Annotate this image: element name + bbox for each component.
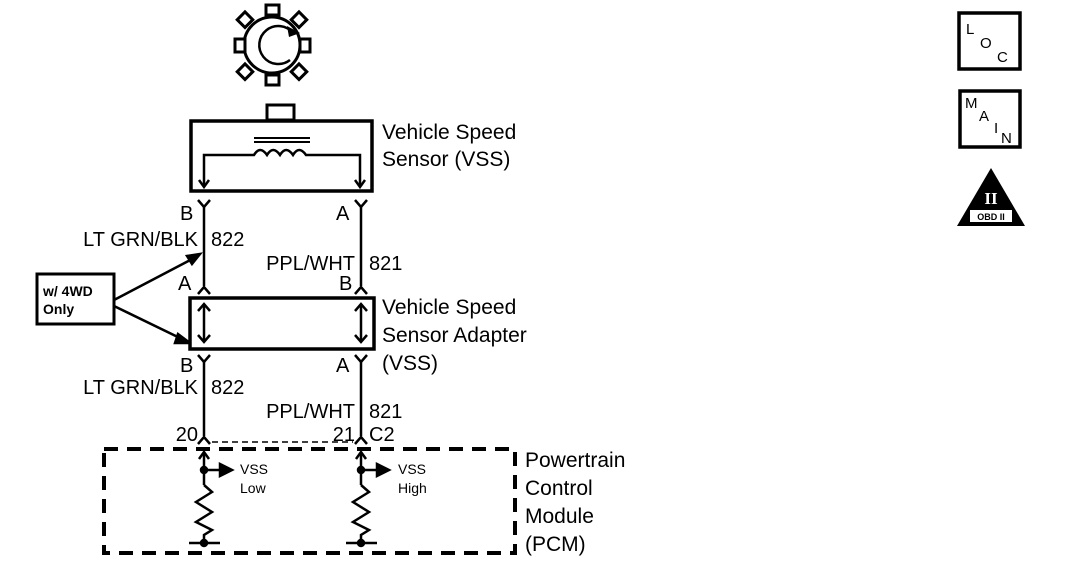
svg-text:O: O [980,35,992,52]
reluctor-wheel-icon [233,3,312,87]
svg-text:A: A [979,108,989,125]
pcm-circuit-high [346,449,392,548]
adapter-label-line1: Vehicle Speed [382,296,516,319]
wire-color-upper-left: LT GRN/BLK [83,229,199,251]
svg-text:M: M [965,95,978,112]
main-icon[interactable]: M A I N [958,89,1022,149]
lower-wires [197,354,368,445]
adapter-label-line3: (VSS) [382,352,438,375]
pcm-label-line2: Control [525,477,593,500]
wire-color-lower-left: LT GRN/BLK [83,377,199,399]
vss-pin-b: B [180,203,193,225]
pcm-circuit-low [189,449,235,548]
wire-circuit-lower-left: 822 [211,377,244,399]
wire-circuit-upper-right: 821 [369,253,402,275]
svg-text:C: C [997,49,1008,66]
vss-sensor [189,103,374,193]
signal-vss-low-line1: VSS [240,461,268,477]
pcm-label-line4: (PCM) [525,533,586,556]
svg-text:II: II [984,189,998,208]
note-line2: Only [43,301,74,317]
wire-color-upper-right: PPL/WHT [266,253,355,275]
wire-color-lower-right: PPL/WHT [266,401,355,423]
vss-label-line2: Sensor (VSS) [382,148,510,171]
upper-wires [197,199,368,295]
pcm-connector-c2: C2 [369,424,395,446]
svg-text:I: I [994,120,998,137]
adapter-pin-top-b: B [339,273,352,295]
note-arrows [113,252,203,345]
adapter-pin-top-a: A [178,273,192,295]
signal-vss-high-line2: High [398,480,427,496]
vss-pin-a: A [336,203,350,225]
pcm-label-line3: Module [525,505,594,528]
vss-label-line1: Vehicle Speed [382,121,516,144]
pcm-label-line1: Powertrain [525,449,625,472]
signal-vss-low-line2: Low [240,480,267,496]
pcm-pin-21: 21 [333,424,355,446]
svg-text:L: L [966,21,974,38]
obd-ii-icon[interactable]: II OBD II [957,168,1025,226]
adapter-label-line2: Sensor Adapter [382,324,527,347]
loc-icon[interactable]: L O C [957,11,1022,71]
adapter-pin-bottom-b: B [180,355,193,377]
adapter-pin-bottom-a: A [336,355,350,377]
pcm-pin-20: 20 [176,424,198,446]
svg-text:OBD II: OBD II [977,212,1005,222]
vss-adapter [188,296,376,351]
wire-circuit-upper-left: 822 [211,229,244,251]
svg-text:N: N [1001,130,1012,147]
note-line1: w/ 4WD [42,283,93,299]
wire-circuit-lower-right: 821 [369,401,402,423]
pcm-boundary [102,447,517,555]
signal-vss-high-line1: VSS [398,461,426,477]
